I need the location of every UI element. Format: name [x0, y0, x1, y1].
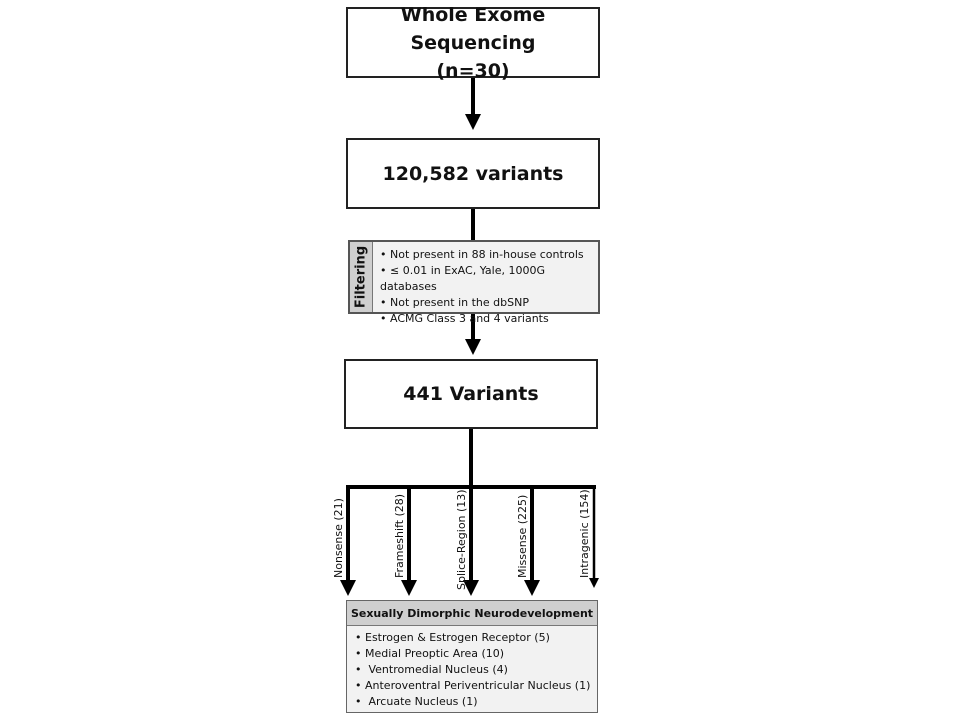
category-label-frameshift: Frameshift (28) — [393, 493, 406, 578]
node-filtered-variants-label: 441 Variants — [403, 383, 539, 405]
category-label-nonsense: Nonsense (21) — [332, 498, 345, 578]
category-label-splice-region: Splice-Region (13) — [455, 489, 468, 590]
filtering-label: Filtering — [353, 245, 369, 309]
filtering-criteria-list: Not present in 88 in-house controls ≤ 0.… — [380, 247, 598, 327]
node-total-variants: 120,582 variants — [346, 138, 600, 209]
node-wes-title: Whole Exome Sequencing — [400, 3, 546, 54]
filtering-panel: Filtering Not present in 88 in-house con… — [348, 240, 600, 325]
result-panel-title: Sexually Dimorphic Neurodevelopment — [347, 601, 597, 626]
result-item: Arcuate Nucleus (1) — [355, 694, 597, 710]
result-panel: Sexually Dimorphic Neurodevelopment Estr… — [346, 600, 598, 713]
filtering-tab: Filtering — [350, 242, 373, 312]
node-wes-n: (n=30) — [436, 59, 510, 82]
result-item: Anteroventral Periventricular Nucleus (1… — [355, 678, 597, 694]
result-items-list: Estrogen & Estrogen Receptor (5) Medial … — [347, 626, 597, 710]
result-item: Medial Preoptic Area (10) — [355, 646, 597, 662]
node-filtered-variants: 441 Variants — [344, 359, 598, 429]
result-item: Ventromedial Nucleus (4) — [355, 662, 597, 678]
filter-criterion: ≤ 0.01 in ExAC, Yale, 1000G databases — [380, 263, 598, 295]
node-total-variants-label: 120,582 variants — [382, 162, 564, 185]
category-label-missense: Missense (225) — [516, 494, 529, 578]
node-whole-exome-sequencing: Whole Exome Sequencing (n=30) — [346, 4, 600, 82]
result-item: Estrogen & Estrogen Receptor (5) — [355, 630, 597, 646]
filter-criterion: Not present in the dbSNP — [380, 295, 598, 311]
filter-criterion: Not present in 88 in-house controls — [380, 247, 598, 263]
category-label-intragenic: Intragenic (154) — [578, 489, 591, 578]
filter-criterion: ACMG Class 3 and 4 variants — [380, 311, 598, 327]
